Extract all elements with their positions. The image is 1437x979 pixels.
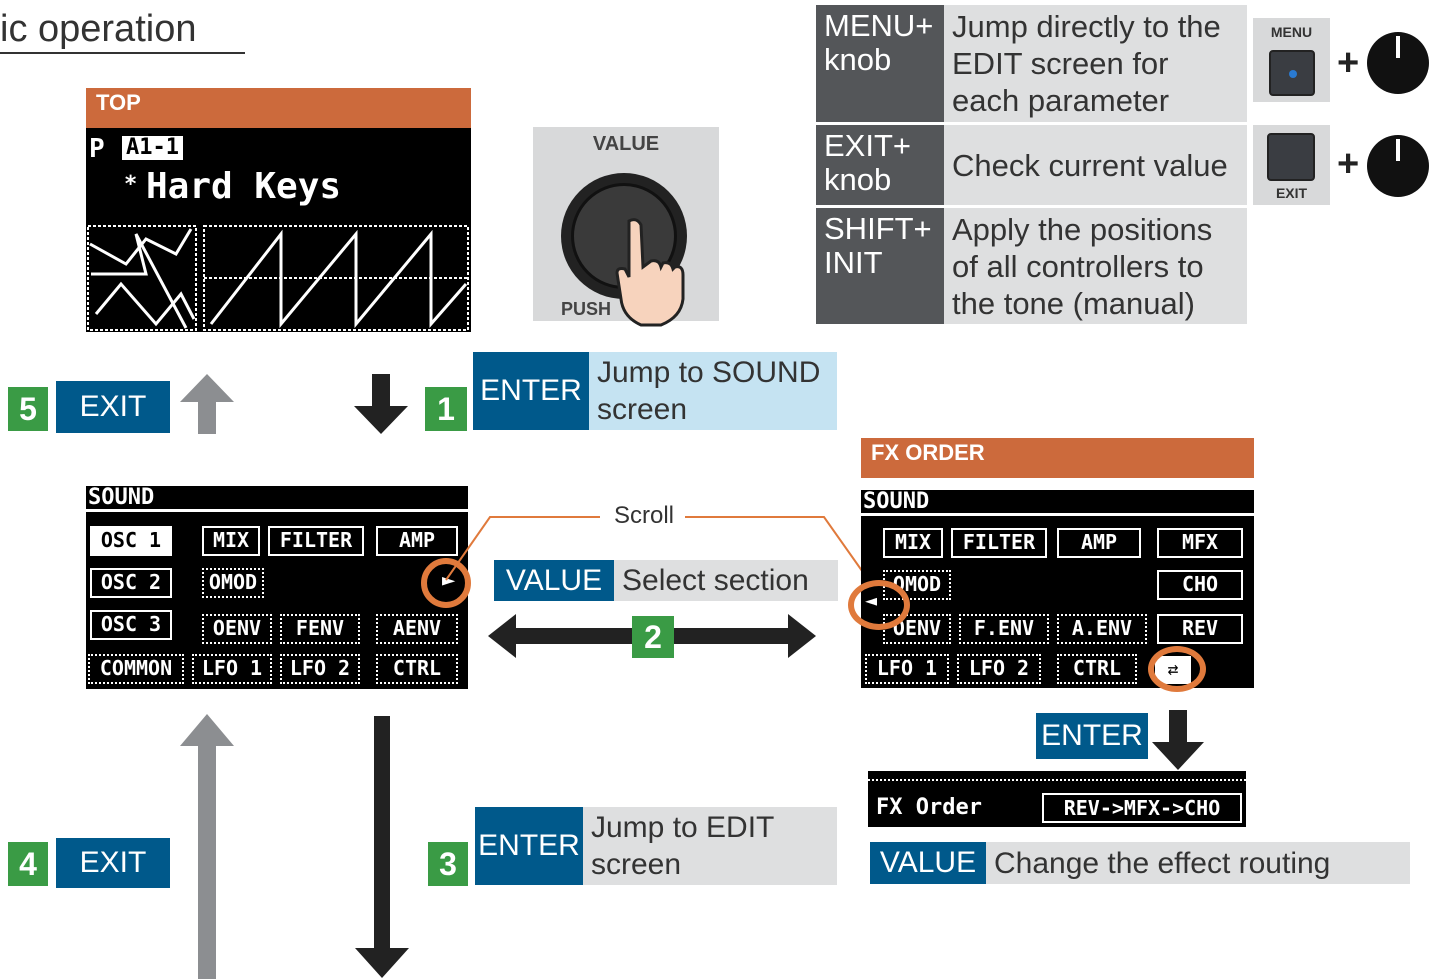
section-filter[interactable]: FILTER [268,526,364,556]
plus-sign: + [1337,143,1360,185]
section-amp[interactable]: AMP [376,526,458,556]
section-osc3[interactable]: OSC 3 [90,610,172,640]
scroll-connector [445,516,873,586]
fx-section-ctrl[interactable]: CTRL [1057,654,1137,684]
fx-section-filter[interactable]: FILTER [951,528,1047,558]
step-2-value: VALUE [494,560,614,601]
down-arrow-long-icon [355,716,409,978]
step-3-enter: ENTER [475,807,583,885]
step-1-badge: 1 [425,387,467,431]
section-mix[interactable]: MIX [202,526,260,556]
shortcut-desc-shift: Apply the positions of all controllers t… [944,208,1247,324]
step-5-badge: 5 [8,387,48,431]
fx-order-param-screen: FX Order REV->MFX->CHO [868,771,1246,827]
top-screen-display: P A1-1 * Hard Keys [86,128,471,332]
fx-order-param-value[interactable]: REV->MFX->CHO [1042,793,1242,823]
fx-value-desc: Change the effect routing [986,842,1410,884]
highlight-ring [1148,646,1206,692]
shortcut-combo-menu: MENU+ knob [816,5,944,122]
tone-name: Hard Keys [146,166,342,207]
fx-screen-title: SOUND [861,490,1254,516]
shortcut-desc-menu: Jump directly to the EDIT screen for eac… [944,5,1247,122]
down-arrow-icon [354,374,408,434]
fx-section-lfo1[interactable]: LFO 1 [865,654,949,684]
step-4-exit: EXIT [56,838,170,888]
push-label: PUSH [561,299,612,319]
sound-screen: SOUND OSC 1 OSC 2 OSC 3 MIX FILTER AMP O… [86,486,468,689]
fx-section-omod[interactable]: OMOD [883,570,951,600]
fx-value-key: VALUE [870,842,986,884]
title-underline [0,52,245,54]
shortcut-desc-exit: Check current value [944,125,1247,205]
fx-section-amp[interactable]: AMP [1057,528,1141,558]
shortcut-combo-exit: EXIT+ knob [816,125,944,205]
section-common[interactable]: COMMON [88,654,184,684]
section-lfo1[interactable]: LFO 1 [192,654,272,684]
up-arrow-icon [180,374,234,434]
page-title: ic operation [0,8,197,50]
fx-section-lfo2[interactable]: LFO 2 [957,654,1041,684]
plus-sign: + [1337,42,1360,84]
step-5-exit: EXIT [56,381,170,433]
section-fenv[interactable]: FENV [280,614,360,644]
fx-order-screen: SOUND MIX FILTER AMP MFX OMOD CHO OENV F… [861,490,1254,688]
exit-button-panel: EXIT [1253,125,1330,205]
down-arrow-icon [1152,710,1204,770]
step-2-badge: 2 [632,616,674,658]
step-3-badge: 3 [428,842,468,886]
highlight-ring [421,558,471,608]
up-arrow-long-icon [180,714,234,979]
step-1-enter: ENTER [473,352,589,430]
section-omod[interactable]: OMOD [202,568,264,598]
fx-section-cho[interactable]: CHO [1157,570,1243,600]
menu-button[interactable] [1269,50,1315,96]
menu-button-panel: MENU [1253,18,1330,102]
highlight-ring [848,580,910,630]
waveform-graphic [87,225,469,331]
step-2-desc: Select section [614,560,838,601]
top-screen-header: TOP [86,88,471,128]
exit-button[interactable] [1267,133,1315,181]
fx-enter-key: ENTER [1036,713,1148,759]
section-ctrl[interactable]: CTRL [376,654,458,684]
fx-order-header: FX ORDER [861,438,1254,478]
value-knob-panel: VALUE PUSH [533,127,719,327]
patch-number: A1-1 [122,136,183,160]
fx-section-rev[interactable]: REV [1157,614,1243,644]
mode-indicator: P [89,134,105,164]
fx-section-aenv[interactable]: A.ENV [1057,614,1147,644]
shortcut-combo-shift: SHIFT+ INIT [816,208,944,324]
fx-section-mix[interactable]: MIX [883,528,943,558]
exit-button-label: EXIT [1275,185,1308,201]
section-osc1[interactable]: OSC 1 [90,526,172,556]
knob-icon[interactable] [1367,135,1429,197]
step-4-badge: 4 [8,842,48,886]
scroll-label: Scroll [613,502,674,529]
section-osc2[interactable]: OSC 2 [90,568,172,598]
menu-button-label: MENU [1270,24,1313,40]
fx-section-fenv[interactable]: F.ENV [959,614,1049,644]
step-3-desc: Jump to EDIT screen [583,807,837,885]
knob-icon[interactable] [1367,32,1429,94]
section-oenv[interactable]: OENV [202,614,272,644]
fx-order-param-label: FX Order [876,795,982,820]
sound-screen-title: SOUND [86,486,468,512]
tone-star: * [124,172,138,197]
section-aenv[interactable]: AENV [376,614,458,644]
step-1-desc: Jump to SOUND screen [589,352,837,430]
fx-section-mfx[interactable]: MFX [1157,528,1243,558]
hand-pointer-icon [615,218,685,327]
section-lfo2[interactable]: LFO 2 [280,654,360,684]
value-knob-label: VALUE [592,133,660,155]
